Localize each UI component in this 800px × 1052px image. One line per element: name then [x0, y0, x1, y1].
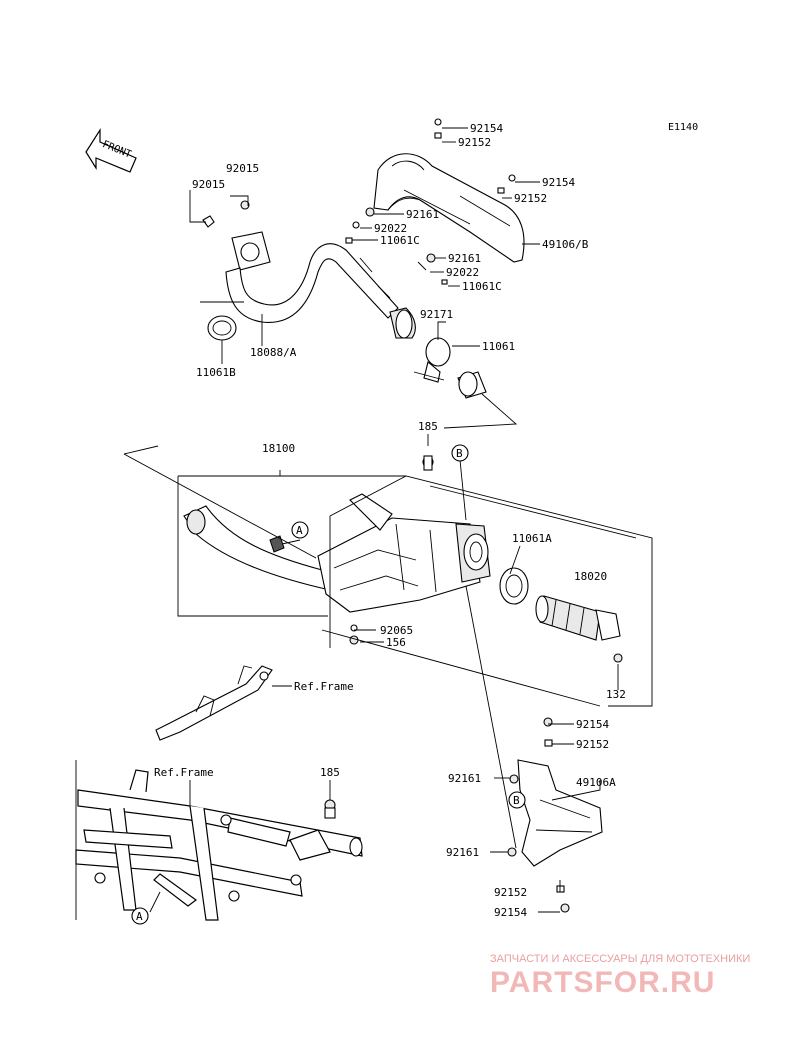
label-11061a: 11061A — [512, 532, 552, 545]
gasket-11061a — [499, 567, 529, 605]
label-185-bot: 185 — [320, 766, 340, 779]
pipe-clamp — [413, 337, 451, 383]
label-132: 132 — [606, 688, 626, 701]
label-92152-r: 92152 — [514, 192, 547, 205]
label-49106b: 49106/B — [542, 238, 589, 251]
label-11061: 11061 — [482, 340, 515, 353]
heat-guard-lower — [517, 759, 603, 867]
label-185-top: 185 — [418, 420, 438, 433]
label-92152-bot: 92152 — [494, 886, 527, 899]
label-92015-a: 92015 — [226, 162, 259, 175]
label-92161-a: 92161 — [406, 208, 439, 221]
label-92152-top: 92152 — [458, 136, 491, 149]
label-11061c-a: 11061C — [380, 234, 420, 247]
diagram-code: E1140 — [668, 122, 698, 133]
watermark: ЗАПЧАСТИ И АКСЕССУАРЫ ДЛЯ МОТОТЕХНИКИ PA… — [490, 953, 750, 999]
watermark-subtitle: ЗАПЧАСТИ И АКСЕССУАРЫ ДЛЯ МОТОТЕХНИКИ — [490, 953, 750, 965]
label-92152-low: 92152 — [576, 738, 609, 751]
label-92161-d: 92161 — [446, 846, 479, 859]
label-18100: 18100 — [262, 442, 295, 455]
frame-lower-left — [75, 760, 363, 921]
label-18020: 18020 — [574, 570, 607, 583]
label-92154-r: 92154 — [542, 176, 575, 189]
label-92015-b: 92015 — [192, 178, 225, 191]
callout-b-1: B — [451, 444, 469, 462]
front-arrow-icon: FRONT — [85, 127, 137, 173]
label-92154-top: 92154 — [470, 122, 503, 135]
fastener-markers — [202, 118, 623, 913]
exhaust-pipe-front — [225, 231, 416, 339]
label-92161-c: 92161 — [448, 772, 481, 785]
callout-b-2: B — [508, 791, 526, 809]
label-92171: 92171 — [420, 308, 453, 321]
gasket-11061 — [457, 371, 487, 399]
label-156: 156 — [386, 636, 406, 649]
label-11061b: 11061B — [196, 366, 236, 379]
callout-a-1: A — [291, 521, 309, 539]
svg-text:B: B — [456, 447, 463, 460]
label-18088a: 18088/A — [250, 346, 297, 359]
label-92161-b: 92161 — [448, 252, 481, 265]
label-ref-frame-1: Ref.Frame — [294, 680, 354, 693]
muffler-body — [183, 493, 491, 613]
frame-bracket-mid — [155, 665, 273, 741]
label-11061c-b: 11061C — [462, 280, 502, 293]
callout-a-2: A — [131, 907, 149, 925]
label-92022-a: 92022 — [374, 222, 407, 235]
gasket-11061b — [207, 315, 237, 341]
part-labels: 92154 92152 92154 92152 92015 92015 9216… — [154, 122, 626, 919]
svg-text:B: B — [513, 794, 520, 807]
svg-text:A: A — [296, 524, 303, 537]
label-ref-frame-2: Ref.Frame — [154, 766, 214, 779]
watermark-logo: PARTSFOR.RU — [490, 966, 715, 999]
label-92022-b: 92022 — [446, 266, 479, 279]
label-92154-low: 92154 — [576, 718, 609, 731]
heat-guard-upper — [373, 153, 525, 263]
label-92154-bot: 92154 — [494, 906, 527, 919]
spark-arrester-18020 — [535, 595, 621, 641]
label-92065: 92065 — [380, 624, 413, 637]
svg-text:A: A — [136, 910, 143, 923]
label-49106a: 49106A — [576, 776, 616, 789]
